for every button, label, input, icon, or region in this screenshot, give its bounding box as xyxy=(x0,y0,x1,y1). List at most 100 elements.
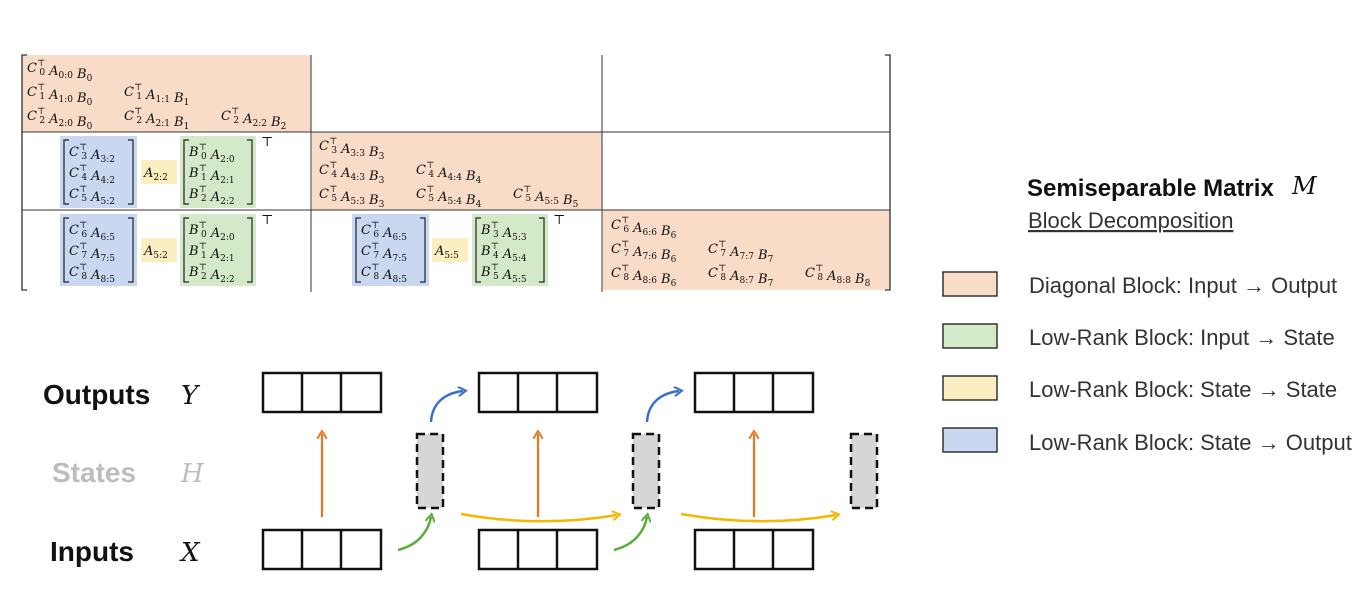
lowrank-2-c-right-bracket xyxy=(420,217,426,283)
legend-label-input-state: Low-Rank Block: Input → State xyxy=(1029,325,1335,350)
lowrank-0-b-column xyxy=(180,136,256,208)
matrix-left-bracket xyxy=(21,54,27,291)
states-symbol: H xyxy=(180,459,205,489)
state-box-0 xyxy=(415,432,445,510)
lowrank-1-a-term: A5:2 xyxy=(143,244,168,261)
lowrank-0-b-left-bracket xyxy=(183,139,189,205)
legend-label-state-state: Low-Rank Block: State → State xyxy=(1029,377,1337,402)
input-state-arrows xyxy=(397,517,647,552)
lowrank-0-b-right-bracket xyxy=(247,139,253,205)
diagonal-arrows xyxy=(322,434,754,517)
lowrank-1-b-column xyxy=(180,214,256,286)
input-chunks xyxy=(261,528,815,571)
lowrank-2-a-term: A5:5 xyxy=(434,244,459,261)
lowrank-0-transpose-mark: ⊤ xyxy=(261,135,273,150)
diagonal-block-2 xyxy=(603,210,890,290)
input-state-arrow-1 xyxy=(613,517,647,552)
matrix-right-bracket xyxy=(885,54,891,291)
state-output-arrows xyxy=(429,391,679,423)
lowrank-1-b-right-bracket xyxy=(247,217,253,283)
state-state-arrows xyxy=(460,514,836,523)
inputs-label: Inputs xyxy=(50,536,134,567)
state-boxes xyxy=(415,432,879,510)
legend-label-state-output: Low-Rank Block: State → Output xyxy=(1029,430,1352,455)
lowrank-1-c-left-bracket xyxy=(63,217,69,283)
title-group: Semiseparable Matrix M Block Decompositi… xyxy=(1027,172,1318,233)
lowrank-0-a-term: A2:2 xyxy=(143,166,168,183)
states-label: States xyxy=(52,457,136,488)
input-chunk-1 xyxy=(477,528,599,571)
lowrank-0-c-right-bracket xyxy=(128,139,134,205)
legend-label-diagonal: Diagonal Block: Input → Output xyxy=(1029,273,1337,298)
output-chunk-0 xyxy=(261,371,383,414)
lowrank-2-b-left-bracket xyxy=(475,217,481,283)
legend-swatch-diagonal xyxy=(942,271,998,297)
inputs-symbol: X xyxy=(179,538,201,568)
lowrank-1-c-right-bracket xyxy=(128,217,134,283)
lowrank-1-a-cell xyxy=(141,238,177,262)
outputs-label: Outputs xyxy=(43,379,150,410)
lowrank-2-c-column xyxy=(352,214,429,286)
title-symbol: M xyxy=(1291,172,1318,200)
lowrank-1-c-column xyxy=(60,214,137,286)
diagonal-block-1 xyxy=(312,132,602,210)
input-chunk-2 xyxy=(693,528,815,571)
lowrank-2-c-left-bracket xyxy=(355,217,361,283)
output-chunk-2 xyxy=(693,371,815,414)
row-labels: Outputs Y States H Inputs X xyxy=(43,379,205,568)
output-chunks xyxy=(261,371,815,414)
state-output-arrow-0 xyxy=(429,391,463,423)
lowrank-1-transpose-mark: ⊤ xyxy=(261,213,273,228)
state-state-arrow-1 xyxy=(680,514,836,523)
legend-swatch-state-state xyxy=(942,375,998,401)
outputs-symbol: Y xyxy=(181,381,201,411)
legend-swatch-state-output xyxy=(942,427,998,453)
legend: Diagonal Block: Input → Output Low-Rank … xyxy=(942,271,1352,455)
state-box-1 xyxy=(631,432,661,510)
lowrank-0-c-column xyxy=(60,136,137,208)
lowrank-2-b-right-bracket xyxy=(539,217,545,283)
state-output-arrow-1 xyxy=(645,391,679,423)
lowrank-2-b-column xyxy=(472,214,548,286)
input-chunk-0 xyxy=(261,528,383,571)
output-chunk-1 xyxy=(477,371,599,414)
diagonal-block-0 xyxy=(22,55,311,132)
lowrank-1-b-left-bracket xyxy=(183,217,189,283)
input-state-arrow-0 xyxy=(397,517,431,552)
